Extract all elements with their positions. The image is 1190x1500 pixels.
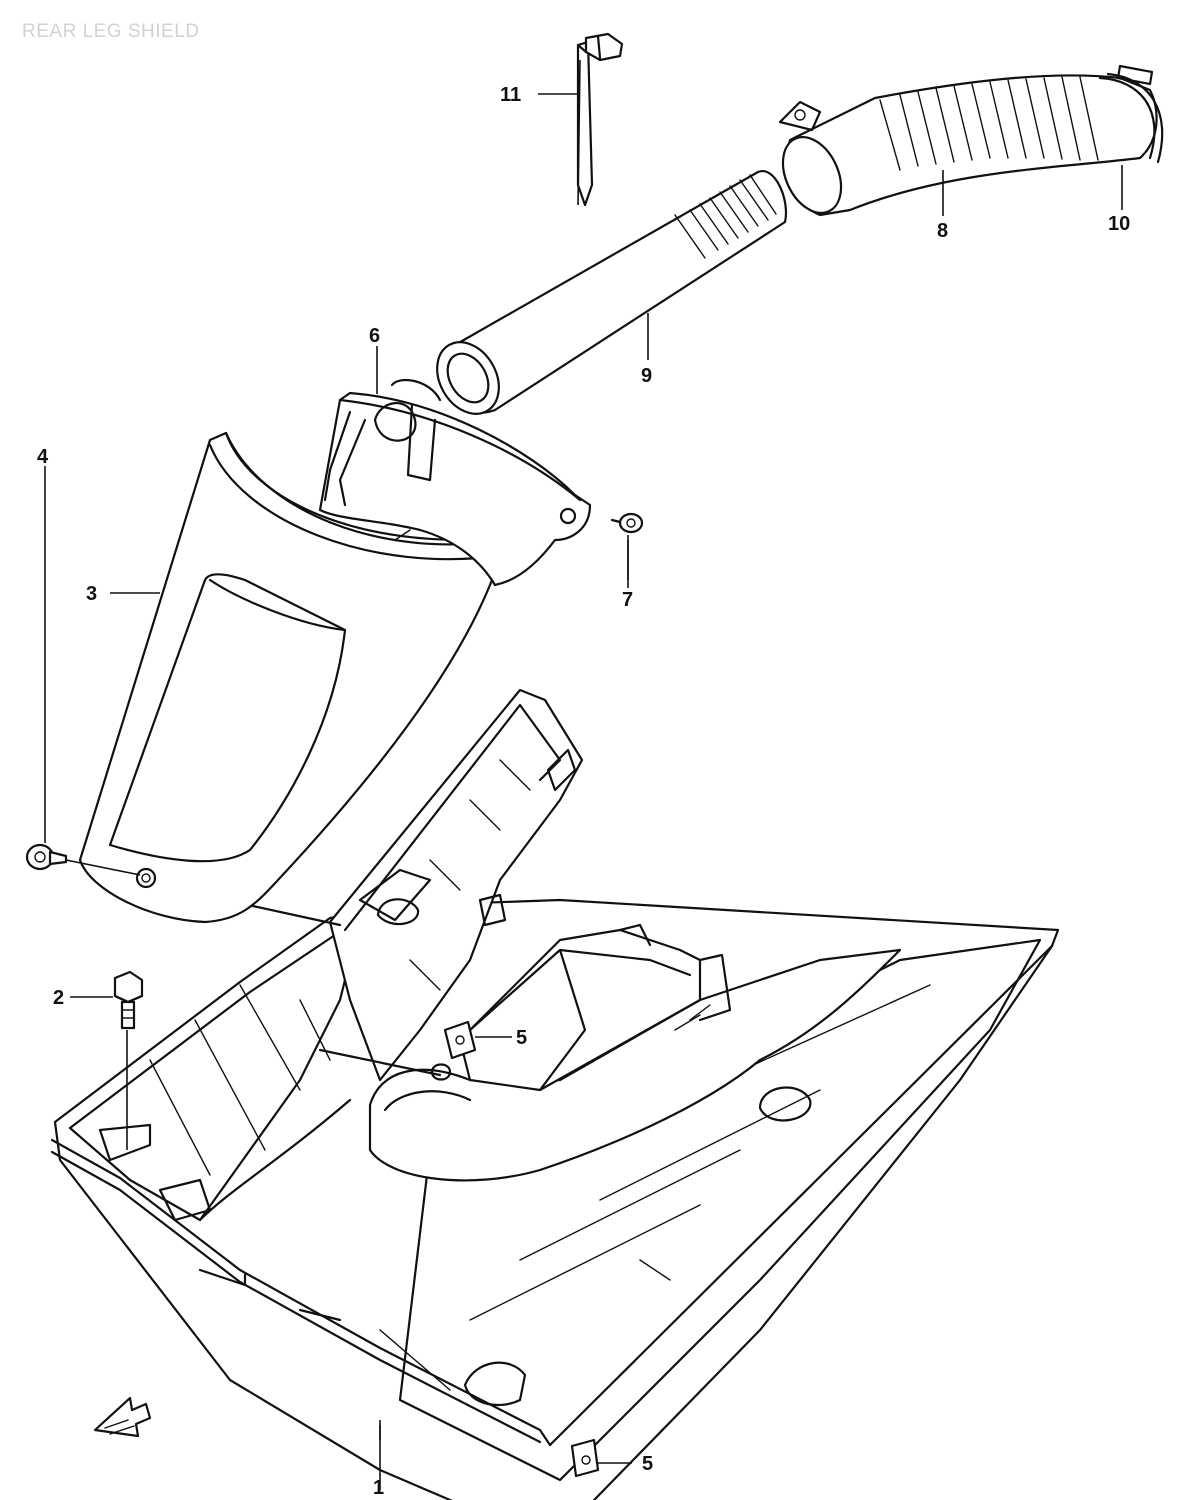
diagram-title: REAR LEG SHIELD [22, 21, 200, 42]
callout-5-lower: 5 [642, 1453, 653, 1475]
part-11-cable-tie [576, 32, 624, 207]
callout-leaders [44, 93, 1123, 1490]
callout-1: 1 [373, 1477, 384, 1499]
part-7-screw [610, 512, 644, 534]
part-5-clip-nut-lower [570, 1438, 600, 1478]
callout-9: 9 [641, 365, 652, 387]
part-8-bellows-hose [778, 74, 1158, 217]
part-4-screw [25, 843, 68, 871]
part-5-clip-nut-upper [443, 1020, 477, 1060]
callout-10: 10 [1108, 213, 1130, 235]
part-3-cover [78, 431, 507, 924]
callout-2: 2 [53, 987, 64, 1009]
part-2-bolt [113, 970, 144, 1030]
part-9-duct-hose [436, 170, 788, 415]
callout-3: 3 [86, 583, 97, 605]
front-direction-arrow-icon [93, 1396, 152, 1438]
callout-6: 6 [369, 325, 380, 347]
callout-labels: 11 8 10 9 6 7 3 4 2 5 1 5 [37, 84, 1130, 1499]
part-10-hose-clamp [1098, 64, 1164, 164]
callout-4: 4 [37, 446, 49, 468]
callout-11: 11 [500, 84, 521, 106]
callout-7: 7 [622, 589, 633, 611]
callout-8: 8 [937, 220, 948, 242]
callout-5-upper: 5 [516, 1027, 527, 1049]
part-1-rear-leg-shield [50, 688, 1060, 1500]
part-6-duct-bracket [318, 378, 592, 587]
